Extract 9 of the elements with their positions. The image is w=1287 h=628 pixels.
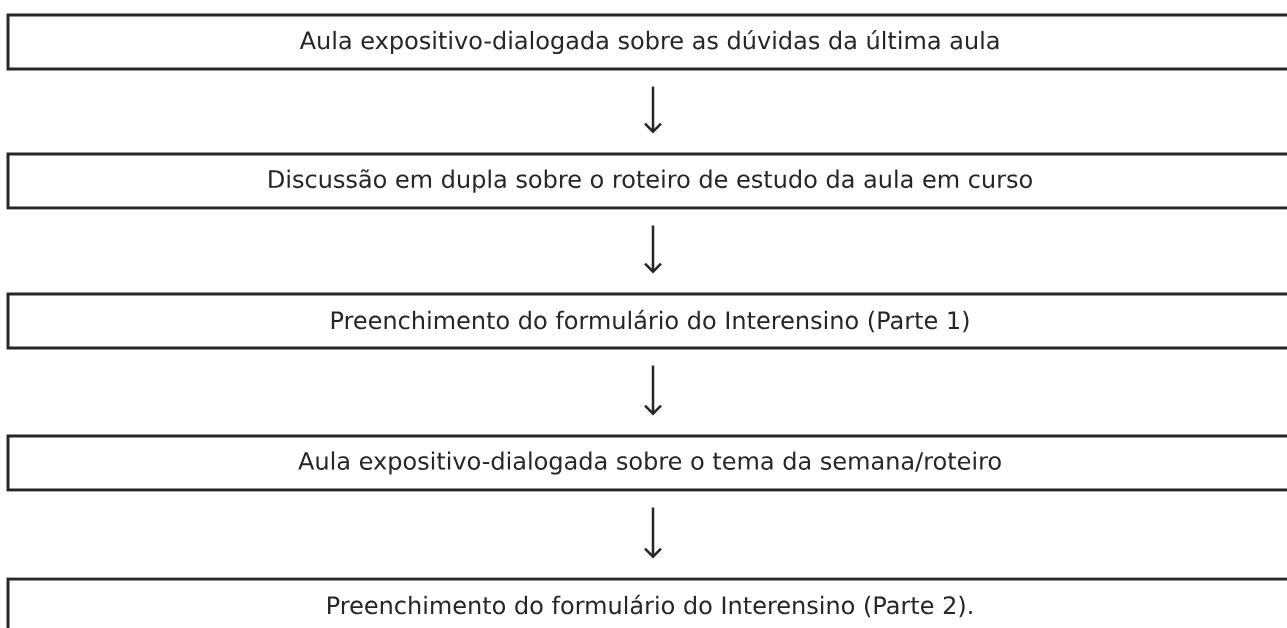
arrow	[644, 225, 662, 274]
process-box: Preenchimento do formulário do Interensino (Parte 1)	[6, 292, 1287, 350]
arrow	[644, 365, 662, 416]
arrow	[644, 86, 662, 134]
process-box: Aula expositivo-dialogada sobre o tema da semana/roteiro	[6, 434, 1287, 492]
arrow	[644, 507, 662, 559]
process-box: Discussão em dupla sobre o roteiro de estudo da aula em curso	[6, 152, 1287, 210]
process-box: Aula expositivo-dialogada sobre as dúvidas da última aula	[6, 13, 1287, 71]
process-box: Preenchimento do formulário do Interensino (Parte 2).	[6, 577, 1287, 628]
